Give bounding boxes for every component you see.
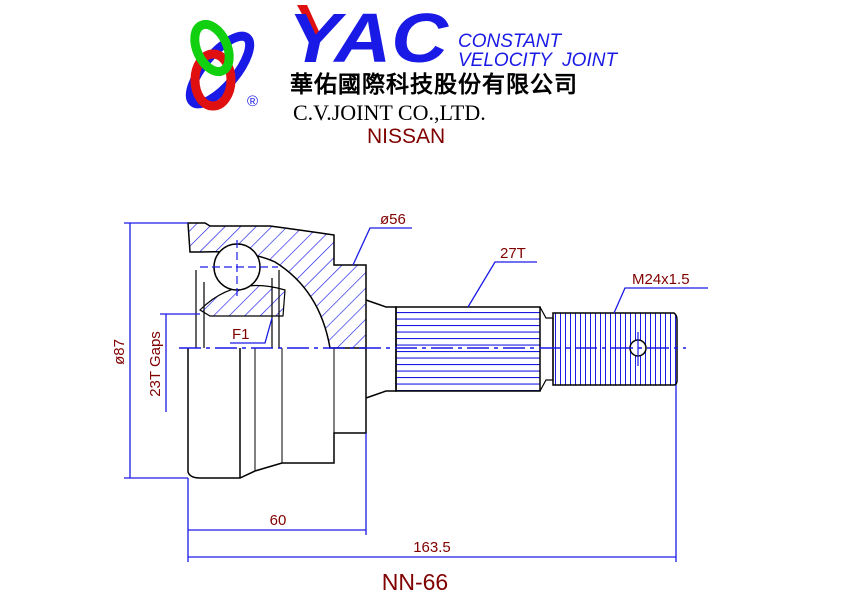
wordmark-red-stripe: [297, 5, 322, 38]
gaps-label: 23T Gaps: [147, 331, 164, 397]
yac-wordmark-text: YAC: [288, 0, 450, 77]
flange-diameter-label: ø56: [380, 211, 406, 228]
total-length-label: 163.5: [413, 539, 451, 556]
rings-logo-icon: [185, 19, 255, 111]
spline-section: [395, 306, 541, 392]
outer-diameter-label: ø87: [111, 339, 128, 365]
stub-shaft: [365, 299, 678, 399]
spline-teeth-label: 27T: [500, 245, 526, 262]
outer-bell-housing: [187, 222, 367, 479]
tagline-line2: VELOCITY JOINT: [458, 50, 618, 71]
registered-mark: ®: [247, 93, 258, 110]
fit-label: F1: [232, 326, 250, 343]
dimension-lines: [124, 222, 708, 562]
bell-length-label: 60: [270, 512, 287, 529]
yac-wordmark: YAC: [288, 0, 450, 77]
company-name-english: C.V.JOINT CO.,LTD.: [293, 100, 486, 125]
company-logo: ® YAC CONSTANT VELOCITY JOINT 華佑國際科技股份有限…: [185, 0, 618, 125]
tagline-line1: CONSTANT: [458, 31, 562, 52]
thread-label: M24x1.5: [632, 271, 690, 288]
part-number: NN-66: [382, 569, 448, 595]
vehicle-make: NISSAN: [367, 125, 445, 148]
threaded-section: [552, 312, 678, 386]
company-name-chinese: 華佑國際科技股份有限公司: [290, 71, 578, 97]
